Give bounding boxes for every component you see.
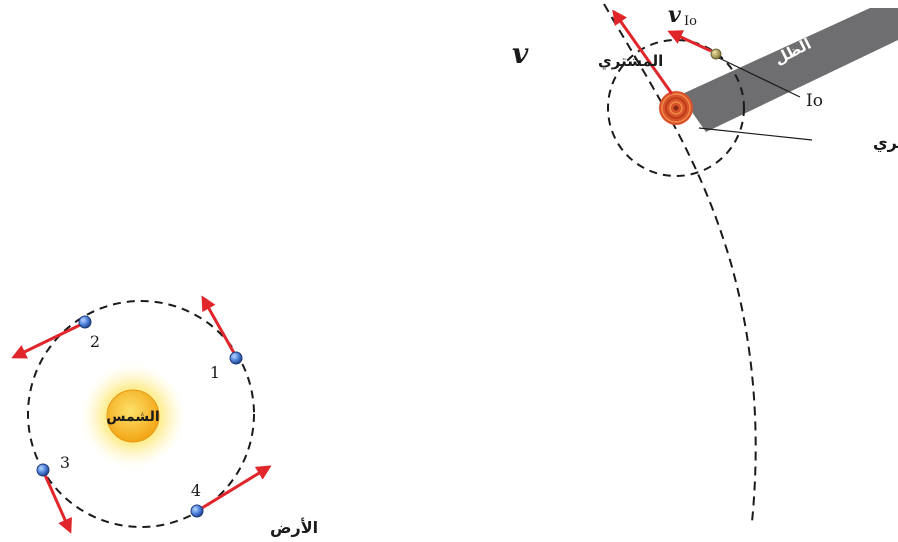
io-velocity-arrow <box>667 30 712 53</box>
position-3-label: 3 <box>60 453 70 472</box>
jupiter-orbit-path <box>603 3 757 523</box>
io-velocity-symbol: v <box>668 2 681 28</box>
io-icon <box>710 48 722 60</box>
jupiter-icon <box>659 91 693 125</box>
velocity-arrow-4 <box>201 465 272 510</box>
shadow-band <box>680 8 898 132</box>
io-leader-line <box>718 57 801 98</box>
position-2-label: 2 <box>90 332 100 351</box>
sun-icon <box>106 389 160 443</box>
jupiter-velocity-arrow <box>612 9 674 95</box>
jupiter-system: الظل Io المشتري v Io v المشتري <box>512 2 898 523</box>
velocity-arrow-3 <box>43 474 72 534</box>
velocity-arrow-1 <box>201 295 236 354</box>
io-velocity-subscript: Io <box>684 14 697 29</box>
jupiter-label: المشتري <box>873 133 898 153</box>
earth-position-4-icon <box>190 504 204 518</box>
earth-position-2-icon <box>78 315 92 329</box>
velocity-arrow-2 <box>11 323 81 359</box>
earth-orbit <box>27 300 255 528</box>
solar-system: الشمس 1 2 3 4 الأرض <box>11 295 318 537</box>
io-orbit <box>607 39 745 177</box>
io-label: Io <box>806 91 823 111</box>
sun-label: الشمس <box>106 409 159 425</box>
position-4-label: 4 <box>191 481 201 500</box>
position-1-label: 1 <box>210 363 220 382</box>
jupiter-leader-line <box>698 127 813 141</box>
jupiter-velocity-subscript: المشتري <box>598 52 663 71</box>
earth-position-1-icon <box>229 351 243 365</box>
earth-position-3-icon <box>36 463 50 477</box>
jupiter-velocity-symbol: v <box>512 37 529 70</box>
earth-label: الأرض <box>270 518 318 537</box>
